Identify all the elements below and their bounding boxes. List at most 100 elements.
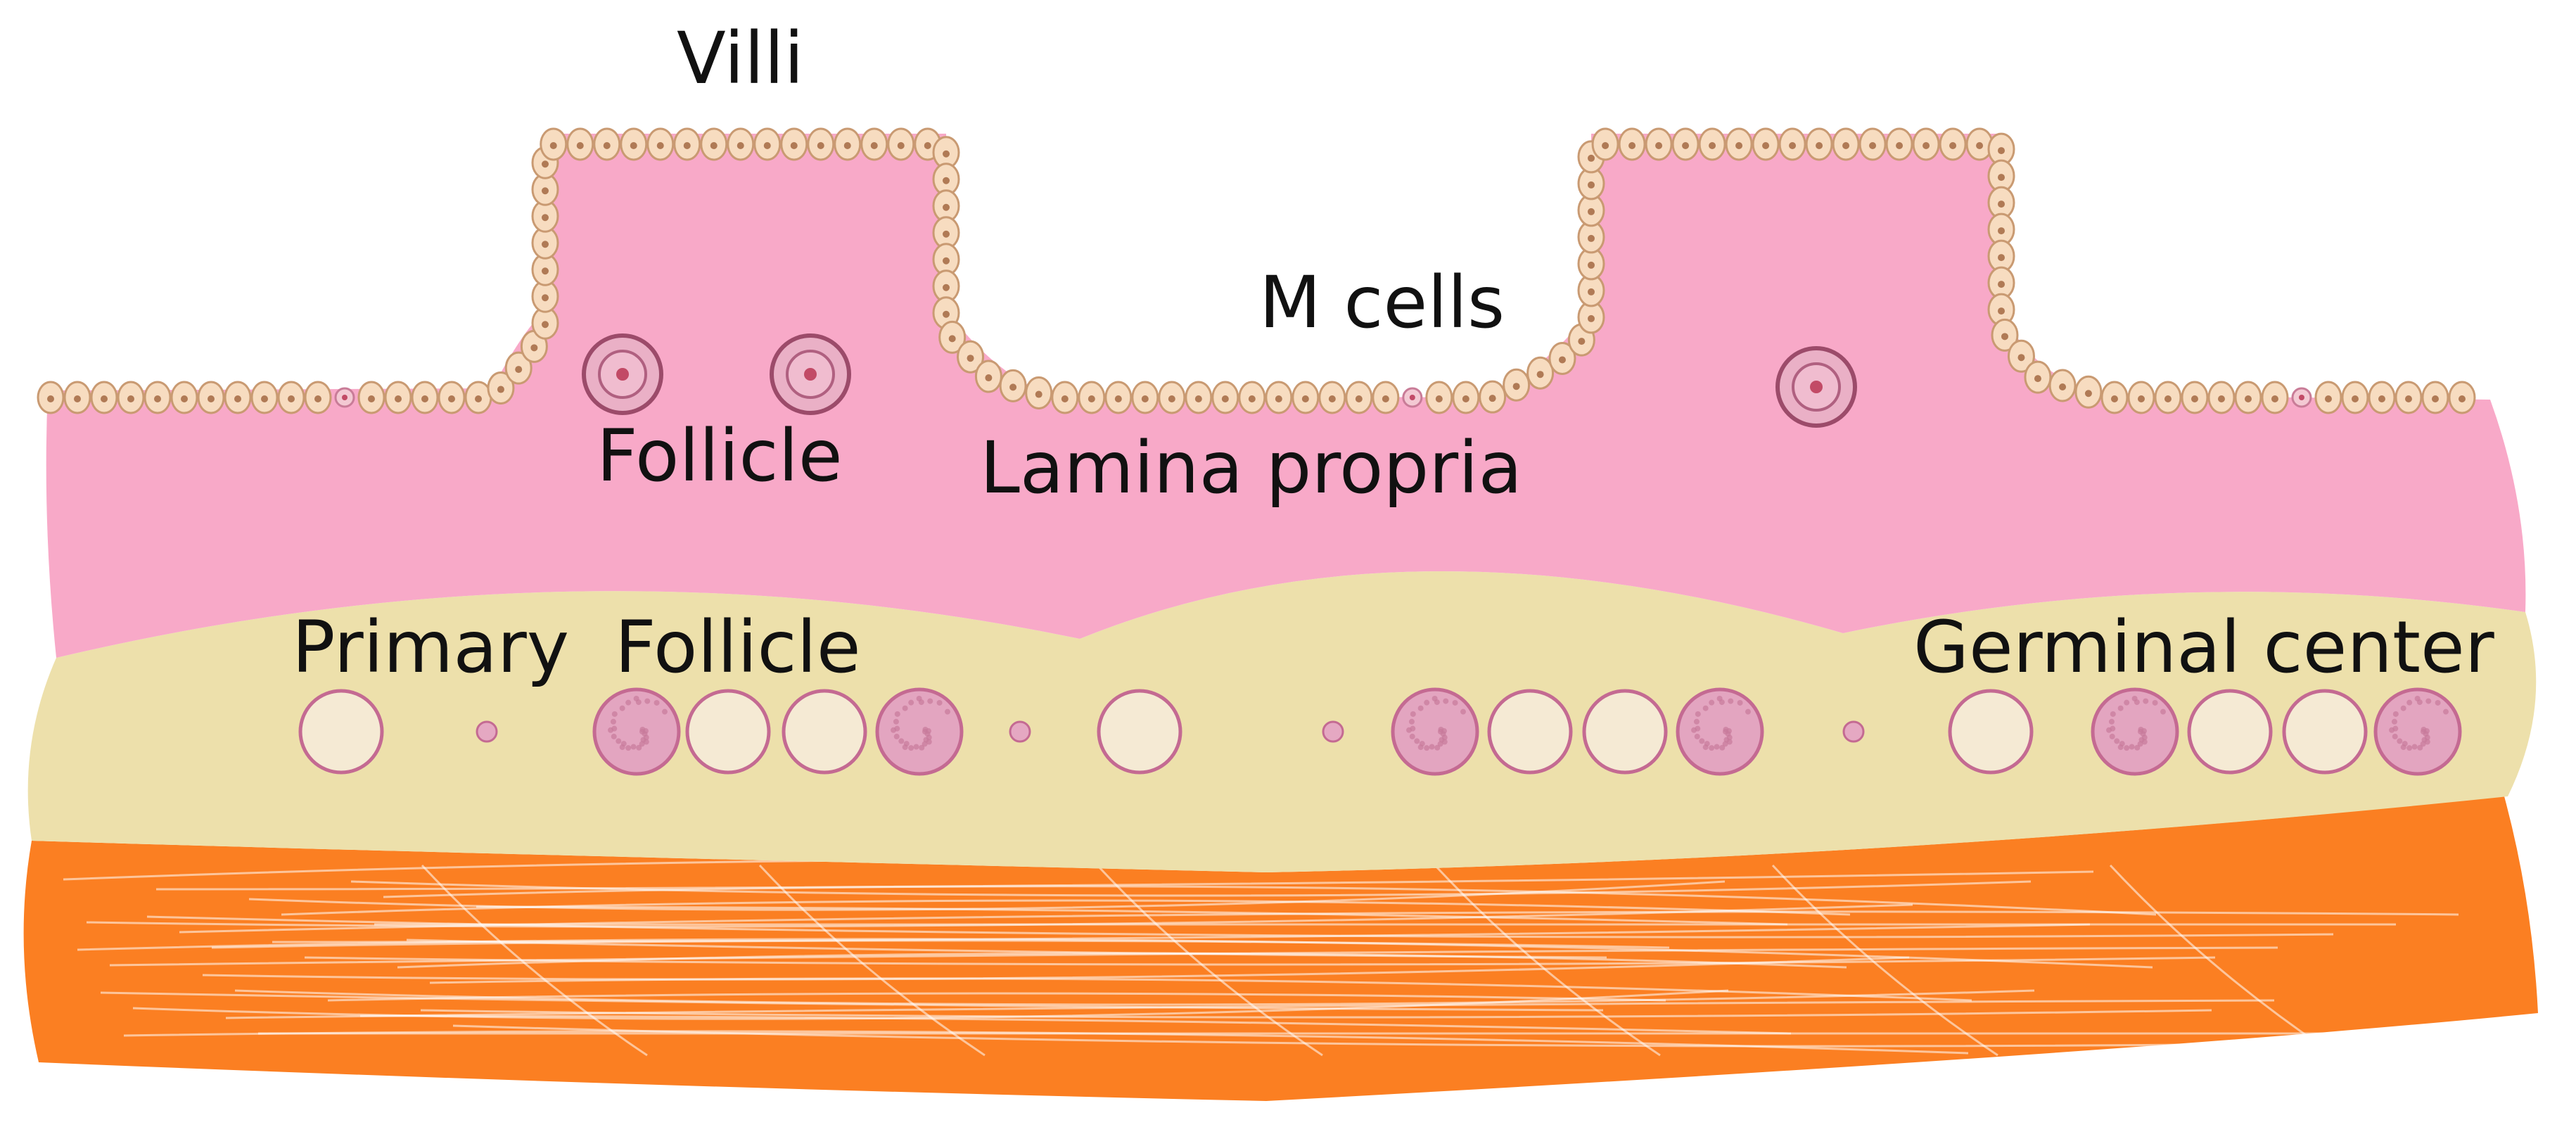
epithelial-cell bbox=[700, 127, 728, 161]
primary-follicle bbox=[1097, 689, 1182, 775]
epithelial-cell bbox=[1158, 381, 1186, 414]
epithelial-cell bbox=[117, 381, 145, 414]
epithelial-cell bbox=[2100, 381, 2129, 414]
germinal-center bbox=[2373, 687, 2462, 776]
label-lamina-propria: Lamina propria bbox=[980, 426, 1522, 510]
small-lymphoid-cell bbox=[1009, 720, 1031, 743]
epithelial-cell bbox=[1131, 381, 1159, 414]
epithelial-cell bbox=[1987, 212, 2015, 246]
epithelial-cell bbox=[1548, 341, 1576, 375]
label-germinal-center: Germinal center bbox=[1913, 606, 2494, 689]
epithelial-cell bbox=[938, 320, 967, 354]
epithelial-cell bbox=[974, 359, 1002, 393]
epithelial-cell bbox=[504, 351, 533, 385]
epithelial-cell bbox=[1526, 356, 1555, 390]
label-follicle: Follicle bbox=[597, 414, 843, 498]
epithelial-cell bbox=[932, 163, 960, 196]
label-villi: Villi bbox=[677, 17, 804, 101]
epithelial-cell bbox=[1025, 376, 1053, 410]
epithelial-cell bbox=[2448, 381, 2476, 414]
epithelial-cell bbox=[807, 127, 835, 161]
epithelial-cell bbox=[999, 369, 1027, 402]
germinal-center bbox=[875, 687, 964, 776]
epithelial-cell bbox=[1987, 159, 2015, 193]
epithelial-cell bbox=[1618, 127, 1646, 161]
lamina-propria-layer bbox=[46, 134, 2526, 658]
epithelial-cell bbox=[250, 381, 279, 414]
epithelial-cell bbox=[1104, 381, 1133, 414]
epithelial-cell bbox=[2395, 381, 2423, 414]
epithelial-cell bbox=[1185, 381, 1213, 414]
primary-follicle bbox=[2282, 689, 2368, 775]
epithelial-cell bbox=[1987, 186, 2015, 219]
epithelial-cell bbox=[540, 127, 568, 161]
epithelial-cell bbox=[487, 371, 515, 405]
epithelial-cell bbox=[727, 127, 755, 161]
epithelial-cell bbox=[2024, 360, 2052, 394]
epithelial-cell bbox=[1265, 381, 1293, 414]
epithelial-cell bbox=[753, 127, 782, 161]
follicle-lamina-1 bbox=[582, 333, 663, 415]
small-lymphoid-cell bbox=[1842, 720, 1865, 743]
epithelial-cell bbox=[1479, 380, 1507, 414]
epithelial-cell bbox=[1778, 127, 1806, 161]
epithelial-cell bbox=[224, 381, 252, 414]
epithelial-cell bbox=[673, 127, 701, 161]
germinal-center bbox=[2091, 687, 2179, 776]
epithelial-cell bbox=[1912, 127, 1940, 161]
epithelial-cell bbox=[63, 381, 91, 414]
epithelial-cell bbox=[1345, 381, 1373, 414]
primary-follicle bbox=[1487, 689, 1573, 775]
epithelial-cell bbox=[2007, 339, 2035, 373]
germinal-center bbox=[592, 687, 681, 776]
epithelial-cell bbox=[37, 381, 65, 414]
epithelial-cell bbox=[957, 340, 985, 374]
epithelial-cell bbox=[887, 127, 915, 161]
epithelial-cell bbox=[144, 381, 172, 414]
epithelial-cell bbox=[1939, 127, 1967, 161]
submucosa-follicles bbox=[298, 687, 2462, 776]
epithelial-cell bbox=[2368, 381, 2396, 414]
epithelial-cell bbox=[411, 381, 439, 414]
epithelial-cell bbox=[1805, 127, 1833, 161]
m-cell bbox=[1402, 387, 1423, 408]
submucosa-layer bbox=[27, 571, 2537, 872]
epithelial-cell bbox=[2048, 369, 2077, 402]
primary-follicle bbox=[2187, 689, 2273, 775]
epithelial-cell bbox=[2074, 375, 2103, 409]
epithelial-cell bbox=[1965, 127, 1994, 161]
muscle-fibers bbox=[63, 858, 2459, 1057]
primary-follicle bbox=[782, 689, 867, 775]
epithelial-cell bbox=[1577, 247, 1605, 281]
epithelial-cell bbox=[304, 381, 332, 414]
germinal-center bbox=[1391, 687, 1479, 776]
follicle-lamina-3 bbox=[1775, 346, 1857, 428]
follicle-lamina-2 bbox=[770, 333, 851, 415]
epithelial-cell bbox=[2261, 381, 2289, 414]
epithelial-cell bbox=[438, 381, 466, 414]
epithelial-cell bbox=[1671, 127, 1700, 161]
epithelial-cell bbox=[1591, 127, 1619, 161]
epithelial-cell bbox=[593, 127, 621, 161]
epithelial-cell bbox=[1832, 127, 1860, 161]
epithelial-cell bbox=[2127, 381, 2155, 414]
epithelial-cell bbox=[2341, 381, 2369, 414]
epithelial-cell bbox=[646, 127, 675, 161]
muscle-layer bbox=[23, 796, 2538, 1101]
primary-follicle bbox=[298, 689, 384, 775]
epithelial-cell bbox=[1425, 381, 1453, 414]
epithelial-cell bbox=[197, 381, 225, 414]
epithelial-cell bbox=[2314, 381, 2342, 414]
epithelial-cell bbox=[1725, 127, 1753, 161]
epithelial-cell bbox=[1991, 318, 2019, 352]
epithelial-cell bbox=[1051, 381, 1079, 414]
epithelial-cell bbox=[1372, 381, 1400, 414]
epithelial-cell bbox=[1078, 381, 1106, 414]
primary-follicle bbox=[1582, 689, 1668, 775]
epithelial-cell bbox=[2207, 381, 2236, 414]
epithelial-cell bbox=[1885, 127, 1913, 161]
epithelial-cell bbox=[1858, 127, 1887, 161]
epithelial-cell bbox=[384, 381, 412, 414]
m-cell bbox=[2291, 387, 2312, 408]
